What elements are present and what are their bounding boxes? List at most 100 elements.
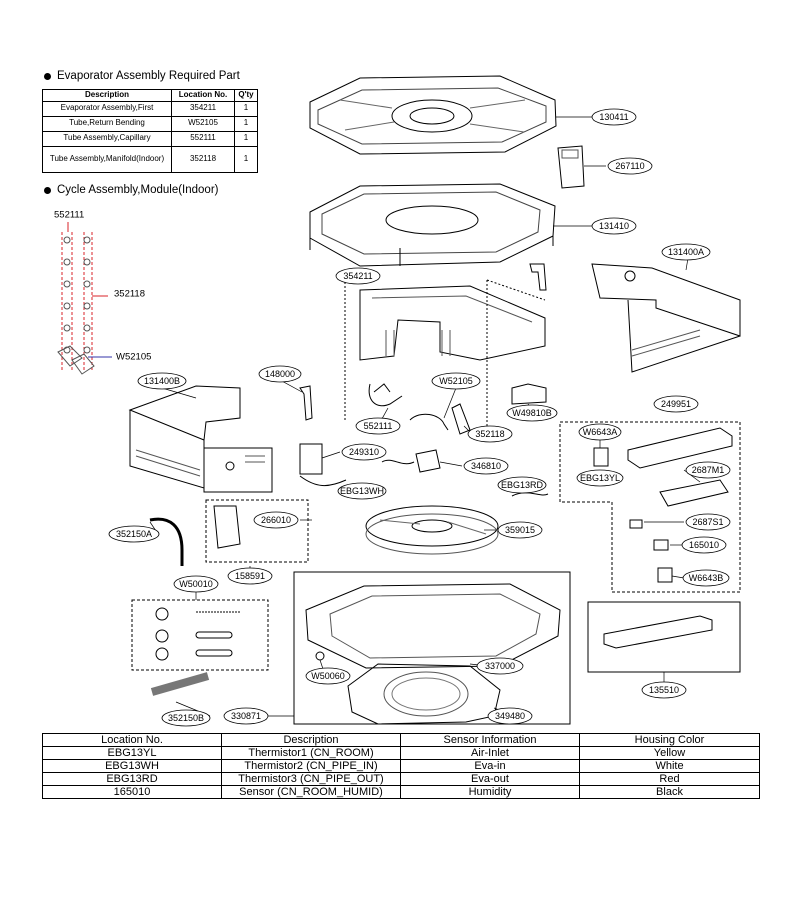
display-box <box>587 601 741 673</box>
callout-oval-2687S1 <box>685 513 731 531</box>
table-header-row: Description Location No. Q'ty <box>42 89 258 102</box>
column-header: Description <box>221 733 401 747</box>
evaporator-heading: Evaporator Assembly Required Part <box>44 70 240 82</box>
cell: Sensor (CN_ROOM_HUMID) <box>221 785 401 799</box>
cell: 165010 <box>42 785 222 799</box>
frame-group-box <box>293 571 571 725</box>
cell: Thermistor1 (CN_ROOM) <box>221 746 401 760</box>
cell: White <box>579 759 760 773</box>
required-parts-table: Description Location No. Q'ty Evaporator… <box>42 89 258 173</box>
callout-oval-148000 <box>258 365 302 383</box>
callout-352150A: 352150A <box>116 529 152 539</box>
cell: Thermistor2 (CN_PIPE_IN) <box>221 759 401 773</box>
callout-W50060: W50060 <box>311 671 345 681</box>
callout-249310: 249310 <box>349 447 379 457</box>
callout-330871: 330871 <box>231 711 261 721</box>
table-row: 165010 Sensor (CN_ROOM_HUMID) Humidity B… <box>42 785 760 799</box>
callout-552111: 552111 <box>364 421 393 431</box>
cell: EBG13YL <box>42 746 222 760</box>
top-panel <box>309 75 557 155</box>
side-panel-a <box>591 263 741 373</box>
callout-359015: 359015 <box>505 525 535 535</box>
fan <box>365 505 499 555</box>
callout-oval-W52105 <box>431 372 481 390</box>
side-label-352118: 352118 <box>114 289 145 300</box>
front-frame <box>305 583 561 669</box>
callout-oval-135510 <box>641 681 687 699</box>
cell: Eva-in <box>400 759 580 773</box>
callout-2687M1: 2687M1 <box>692 465 725 475</box>
callout-249951: 249951 <box>661 399 691 409</box>
cell: EBG13RD <box>42 772 222 786</box>
callout-oval-267110 <box>607 157 653 175</box>
callout-EBG13YL: EBG13YL <box>580 473 620 483</box>
callout-131400A: 131400A <box>668 247 704 257</box>
cell: Black <box>579 785 760 799</box>
table-row: Tube Assembly,Capillary 552111 1 <box>42 130 258 147</box>
cell: Tube Assembly,Manifold(Indoor) <box>42 145 172 173</box>
cell: EBG13WH <box>42 759 222 773</box>
callout-337000: 337000 <box>485 661 515 671</box>
callout-oval-2687M1 <box>685 461 731 479</box>
column-header: Location No. <box>42 733 222 747</box>
evaporator-heading-text: Evaporator Assembly Required Part <box>57 70 240 82</box>
callout-oval-EBG13YL <box>576 469 624 487</box>
cell: 1 <box>234 130 258 147</box>
terminal-block <box>299 443 323 475</box>
callout-oval-131400A <box>661 243 711 261</box>
callout-354211: 354211 <box>343 271 372 281</box>
callout-135510: 135510 <box>649 685 679 695</box>
piping-detail <box>57 222 112 375</box>
callout-oval-EBG13RD <box>497 476 547 494</box>
evaporator <box>359 285 546 361</box>
cycle-heading-text: Cycle Assembly,Module(Indoor) <box>57 184 219 196</box>
callout-267110: 267110 <box>615 161 644 171</box>
callout-130411: 130411 <box>599 112 628 122</box>
side-label-W52105: W52105 <box>116 352 151 363</box>
side-label-552111: 552111 <box>54 210 84 221</box>
callout-oval-352118 <box>467 425 513 443</box>
motor-actuator <box>415 449 441 473</box>
connector-bracket <box>511 383 547 405</box>
callout-oval-352150B <box>161 709 211 727</box>
table-row: Tube,Return Bending W52105 1 <box>42 115 258 132</box>
callout-oval-249951 <box>653 395 699 413</box>
callout-158591: 158591 <box>235 571 265 581</box>
pcb-group-box <box>559 421 741 593</box>
bracket <box>299 385 313 421</box>
callout-oval-130411 <box>591 108 637 126</box>
table-header-row: Location No. Description Sensor Informat… <box>42 733 760 747</box>
cell: Humidity <box>400 785 580 799</box>
callout-352150B: 352150B <box>168 713 204 723</box>
callout-oval-131410 <box>591 217 637 235</box>
callout-oval-W50060 <box>305 667 351 685</box>
column-header: Housing Color <box>579 733 760 747</box>
callout-oval-249310 <box>341 443 387 461</box>
callout-oval-165010 <box>681 536 727 554</box>
callout-oval-552111 <box>355 417 401 435</box>
cell: Red <box>579 772 760 786</box>
bullet-icon <box>44 186 51 194</box>
callout-352118: 352118 <box>475 429 504 439</box>
cell: Eva-out <box>400 772 580 786</box>
table-row: EBG13YL Thermistor1 (CN_ROOM) Air-Inlet … <box>42 746 760 760</box>
callout-oval-W50010 <box>173 575 219 593</box>
callout-349480: 349480 <box>495 711 525 721</box>
callout-oval-158591 <box>227 567 273 585</box>
callout-266010: 266010 <box>261 515 291 525</box>
callout-oval-349480 <box>487 707 533 725</box>
column-header: Sensor Information <box>400 733 580 747</box>
callout-oval-131400B <box>137 372 187 390</box>
callout-ovals <box>108 108 731 727</box>
cycle-heading: Cycle Assembly,Module(Indoor) <box>44 184 219 196</box>
remote-control <box>557 145 585 189</box>
callout-346810: 346810 <box>471 461 501 471</box>
callout-oval-W6643A <box>578 423 622 441</box>
callout-W49810B: W49810B <box>512 408 552 418</box>
control-box <box>593 427 733 583</box>
grille <box>347 663 501 725</box>
drain-pump-box <box>205 499 309 563</box>
cell: 1 <box>234 145 258 173</box>
sensor-table: Location No. Description Sensor Informat… <box>42 733 760 799</box>
